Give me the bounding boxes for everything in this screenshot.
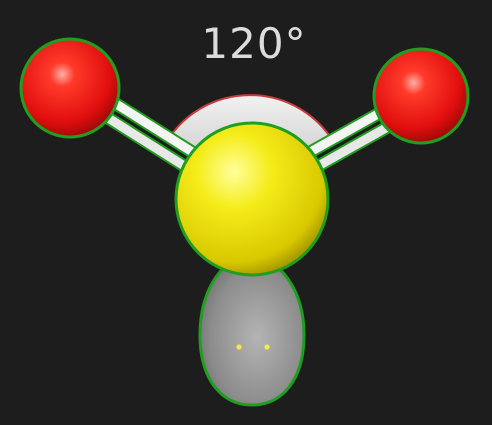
- sulfur-atom[interactable]: [174, 121, 330, 277]
- oxygen-atom-right[interactable]: [372, 47, 470, 145]
- oxygen-atom-left[interactable]: [19, 37, 121, 139]
- lone-pair-electron: [236, 344, 242, 350]
- lone-pair-electron: [264, 344, 270, 350]
- double-bond-left[interactable]: [98, 95, 212, 181]
- bond-angle-label: 120°: [201, 19, 306, 68]
- lone-pair-lobe[interactable]: [198, 253, 306, 407]
